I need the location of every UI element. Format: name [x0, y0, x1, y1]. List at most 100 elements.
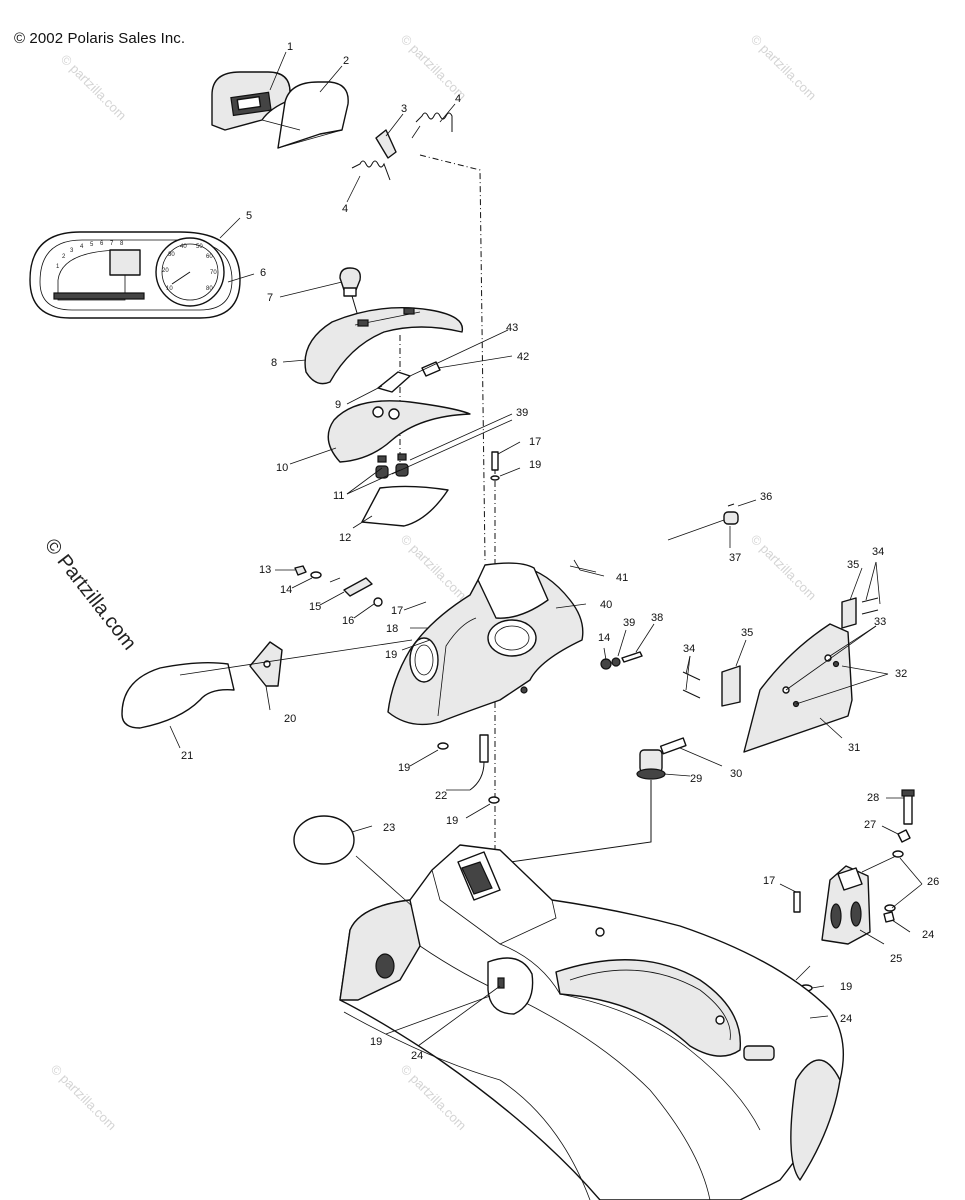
part-1-switch-bezel	[211, 71, 291, 131]
part-20-mount	[249, 641, 283, 687]
watermark: © partzilla.com	[398, 532, 470, 604]
callout-27: 27	[864, 819, 876, 831]
copyright-text: © 2002 Polaris Sales Inc.	[14, 30, 186, 47]
callout-11: 11	[333, 490, 344, 502]
callout-14: 14	[280, 584, 292, 596]
callout-35: 35	[741, 627, 753, 639]
rpm-tick: 6	[100, 241, 104, 247]
assembly-line	[667, 519, 725, 541]
callout-19: 19	[529, 459, 541, 471]
gauge-rpm-ticks: 1 2 3 4 5 6 7 8	[56, 241, 124, 270]
callout-26: 26	[927, 876, 939, 888]
part-39-washer	[611, 657, 621, 667]
part-2-lens	[261, 81, 349, 149]
callout-23: 23	[383, 822, 395, 834]
rpm-tick: 5	[90, 242, 94, 248]
callout-43: 43	[506, 322, 518, 334]
callout-8: 8	[271, 357, 277, 369]
assembly-line	[509, 780, 652, 890]
assembly-line	[419, 154, 486, 561]
assembly-line	[179, 639, 413, 676]
speed-tick: 60	[206, 254, 213, 260]
rpm-tick: 2	[62, 254, 66, 260]
part-27-nut	[897, 829, 911, 843]
watermark: © partzilla.com	[748, 32, 820, 104]
speed-tick: 40	[180, 244, 187, 250]
callout-34: 34	[872, 546, 884, 558]
part-35-hinge-right	[841, 597, 857, 629]
rpm-tick: 3	[70, 248, 74, 254]
callout-4: 4	[455, 93, 461, 105]
part-41-clip	[569, 559, 597, 573]
rpm-tick: 7	[110, 241, 114, 247]
callout-37: 37	[729, 552, 741, 564]
callout-36: 36	[760, 491, 772, 503]
callout-17: 17	[391, 605, 403, 617]
part-37-bumper	[723, 511, 739, 525]
speed-tick: 80	[206, 286, 213, 292]
speed-tick: 70	[210, 270, 217, 276]
watermark: © partzilla.com	[48, 1062, 120, 1134]
part-19-washer-mid	[437, 742, 500, 804]
callout-10: 10	[276, 462, 288, 474]
part-4-spring-upper	[411, 112, 453, 139]
speed-tick: 50	[196, 244, 203, 250]
callout-labels: 1 2 3 4 4 5 6 7 8 9 10 11 12 13 14 15 16…	[181, 41, 939, 1062]
callout-21: 21	[181, 750, 193, 762]
callout-24: 24	[411, 1050, 423, 1062]
part-5-6-gauge-cluster: 1 2 3 4 5 6 7 8 10 20 30 40 50 60 70 80	[29, 231, 241, 319]
part-8-cover	[304, 307, 464, 385]
callout-19: 19	[370, 1036, 382, 1048]
part-29-filler-cap	[636, 737, 687, 780]
watermark: © partzilla.com	[748, 532, 820, 604]
part-40-console	[387, 562, 584, 726]
part-35-hinge-left	[721, 665, 741, 707]
callout-12: 12	[339, 532, 351, 544]
callout-25: 25	[890, 953, 902, 965]
speed-tick: 20	[162, 268, 169, 274]
callout-24: 24	[840, 1013, 852, 1025]
callout-7: 7	[267, 292, 273, 304]
callout-29: 29	[690, 773, 702, 785]
part-16-screw	[373, 597, 383, 607]
gauge-speed-ticks: 10 20 30 40 50 60 70 80	[162, 244, 217, 292]
callout-19: 19	[385, 649, 397, 661]
part-9-bracket	[377, 371, 411, 393]
callout-30: 30	[730, 768, 742, 780]
watermark: © partzilla.com	[58, 52, 130, 124]
part-14-washer-right	[600, 658, 612, 670]
callout-17: 17	[529, 436, 541, 448]
rpm-tick: 8	[120, 241, 124, 247]
part-14-washer-left	[310, 571, 322, 579]
part-28-stud	[901, 789, 915, 825]
callout-35: 35	[847, 559, 859, 571]
callout-18: 18	[386, 623, 398, 635]
callout-13: 13	[259, 564, 271, 576]
part-25-bracket	[821, 865, 871, 945]
callout-34: 34	[683, 643, 695, 655]
part-22-hose	[469, 734, 489, 791]
callout-39: 39	[623, 617, 635, 629]
part-17-bolt-upper	[490, 451, 500, 481]
callout-19: 19	[398, 762, 410, 774]
callout-22: 22	[435, 790, 447, 802]
callout-5: 5	[246, 210, 252, 222]
callout-15: 15	[309, 601, 321, 613]
callout-19: 19	[840, 981, 852, 993]
speed-tick: 30	[168, 252, 175, 258]
part-10-shell	[327, 400, 471, 463]
callout-14: 14	[598, 632, 610, 644]
part-36-screw	[727, 503, 735, 507]
rpm-tick: 4	[80, 244, 84, 250]
callout-2: 2	[343, 55, 349, 67]
callout-9: 9	[335, 399, 341, 411]
part-21-mirror	[121, 661, 235, 729]
hull-deck	[339, 844, 845, 1200]
part-3-clip	[375, 129, 397, 159]
callout-3: 3	[401, 103, 407, 115]
callout-17: 17	[763, 875, 775, 887]
callout-39: 39	[516, 407, 528, 419]
watermark-large: © Partzilla.com	[40, 535, 140, 655]
part-15-latch	[329, 577, 373, 597]
